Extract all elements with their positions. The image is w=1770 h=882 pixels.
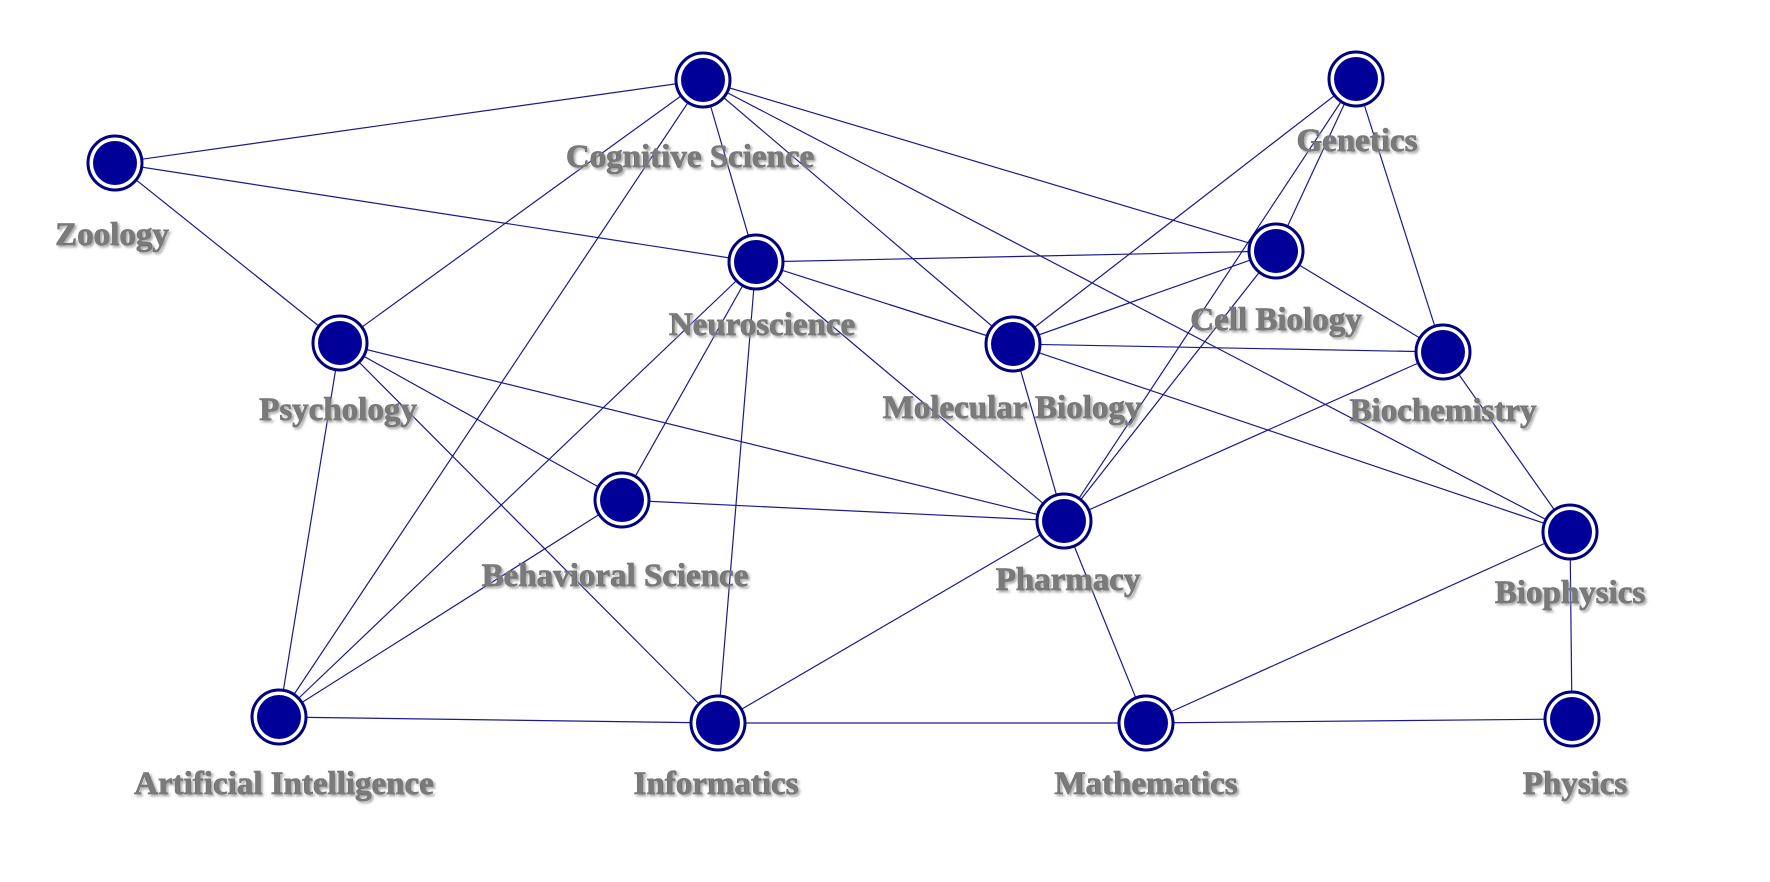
edge-genetics-molecular-biology	[1012, 78, 1357, 345]
node-genetics	[1327, 50, 1385, 108]
edge-cell-biology-biochemistry	[1275, 250, 1444, 353]
edge-neuroscience-behavioral-science	[621, 261, 757, 501]
nodes-layer	[86, 50, 1601, 752]
node-label-biophysics: Biophysics	[1495, 575, 1646, 611]
edge-cognitive-science-biophysics	[702, 79, 1571, 533]
node-label-molecular-biology: Molecular Biology	[883, 390, 1142, 426]
edge-cognitive-science-psychology	[339, 79, 704, 344]
node-behavioral-science	[593, 471, 651, 529]
edge-zoology-psychology	[114, 162, 341, 344]
edge-cell-biology-molecular-biology	[1012, 250, 1277, 345]
node-cognitive-science	[674, 51, 732, 109]
edge-psychology-informatics	[339, 342, 719, 724]
node-core	[257, 695, 301, 739]
edge-cognitive-science-cell-biology	[702, 79, 1277, 252]
edge-genetics-pharmacy	[1063, 78, 1357, 522]
node-label-mathematics: Mathematics	[1054, 766, 1237, 802]
node-core	[734, 240, 778, 284]
edge-psychology-pharmacy	[339, 342, 1065, 522]
node-core	[1421, 330, 1465, 374]
node-core	[1254, 229, 1298, 273]
node-core	[1548, 510, 1592, 554]
node-molecular-biology	[984, 315, 1042, 373]
node-core	[93, 141, 137, 185]
edge-molecular-biology-biophysics	[1012, 343, 1571, 533]
node-biophysics	[1541, 503, 1599, 561]
node-artificial-intelligence	[250, 688, 308, 746]
node-core	[1334, 57, 1378, 101]
node-core	[991, 322, 1035, 366]
node-pharmacy	[1035, 492, 1093, 550]
edge-cognitive-science-molecular-biology	[702, 79, 1014, 345]
node-label-neuroscience: Neuroscience	[669, 307, 855, 343]
node-core	[681, 58, 725, 102]
edge-molecular-biology-pharmacy	[1012, 343, 1065, 522]
node-core	[1042, 499, 1086, 543]
edge-cognitive-science-neuroscience	[702, 79, 757, 263]
node-core	[1124, 701, 1168, 745]
node-core	[318, 321, 362, 365]
edge-neuroscience-cell-biology	[755, 250, 1277, 263]
edge-neuroscience-molecular-biology	[755, 261, 1014, 345]
node-label-psychology: Psychology	[259, 392, 417, 428]
edge-psychology-behavioral-science	[339, 342, 623, 501]
edge-biophysics-mathematics	[1145, 531, 1571, 724]
edge-behavioral-science-artificial-intelligence	[278, 499, 623, 718]
node-label-cell-biology: Cell Biology	[1190, 302, 1362, 338]
edge-zoology-neuroscience	[114, 162, 757, 263]
node-core	[696, 701, 740, 745]
edge-neuroscience-artificial-intelligence	[278, 261, 757, 718]
node-zoology	[86, 134, 144, 192]
node-psychology	[311, 314, 369, 372]
node-label-zoology: Zoology	[55, 217, 169, 253]
edge-cell-biology-pharmacy	[1063, 250, 1277, 522]
edge-cognitive-science-artificial-intelligence	[278, 79, 704, 718]
node-neuroscience	[727, 233, 785, 291]
node-label-artificial-intelligence: Artificial Intelligence	[134, 766, 434, 802]
edge-artificial-intelligence-informatics	[278, 716, 719, 724]
edges-layer	[114, 78, 1573, 724]
node-label-pharmacy: Pharmacy	[996, 562, 1141, 598]
edge-biophysics-physics	[1569, 531, 1573, 720]
labels-layer: Zoology Cognitive Science GeneticsNeurosci…	[55, 123, 1646, 803]
node-cell-biology	[1247, 222, 1305, 280]
node-biochemistry	[1414, 323, 1472, 381]
edge-genetics-biochemistry	[1355, 78, 1444, 353]
edge-behavioral-science-pharmacy	[621, 499, 1065, 522]
node-label-cognitive-science: Cognitive Science	[566, 139, 814, 175]
edge-genetics-cell-biology	[1275, 78, 1357, 252]
edge-zoology-cognitive-science	[114, 79, 704, 164]
edge-molecular-biology-biochemistry	[1012, 343, 1444, 353]
node-label-biochemistry: Biochemistry	[1350, 393, 1537, 429]
node-label-physics: Physics	[1523, 766, 1628, 802]
node-informatics	[689, 694, 747, 752]
edge-psychology-artificial-intelligence	[278, 342, 341, 718]
node-core	[1550, 697, 1594, 741]
edge-neuroscience-pharmacy	[755, 261, 1065, 522]
edge-pharmacy-informatics	[717, 520, 1065, 724]
node-mathematics	[1117, 694, 1175, 752]
edge-biochemistry-biophysics	[1442, 351, 1571, 533]
node-label-genetics: Genetics	[1297, 123, 1418, 159]
node-label-informatics: Informatics	[634, 766, 799, 802]
edge-mathematics-physics	[1145, 718, 1573, 724]
node-label-behavioral-science: Behavioral Science	[482, 558, 749, 594]
edge-biochemistry-pharmacy	[1063, 351, 1444, 522]
edge-pharmacy-mathematics	[1063, 520, 1147, 724]
edge-neuroscience-informatics	[717, 261, 757, 724]
node-physics	[1543, 690, 1601, 748]
node-core	[600, 478, 644, 522]
